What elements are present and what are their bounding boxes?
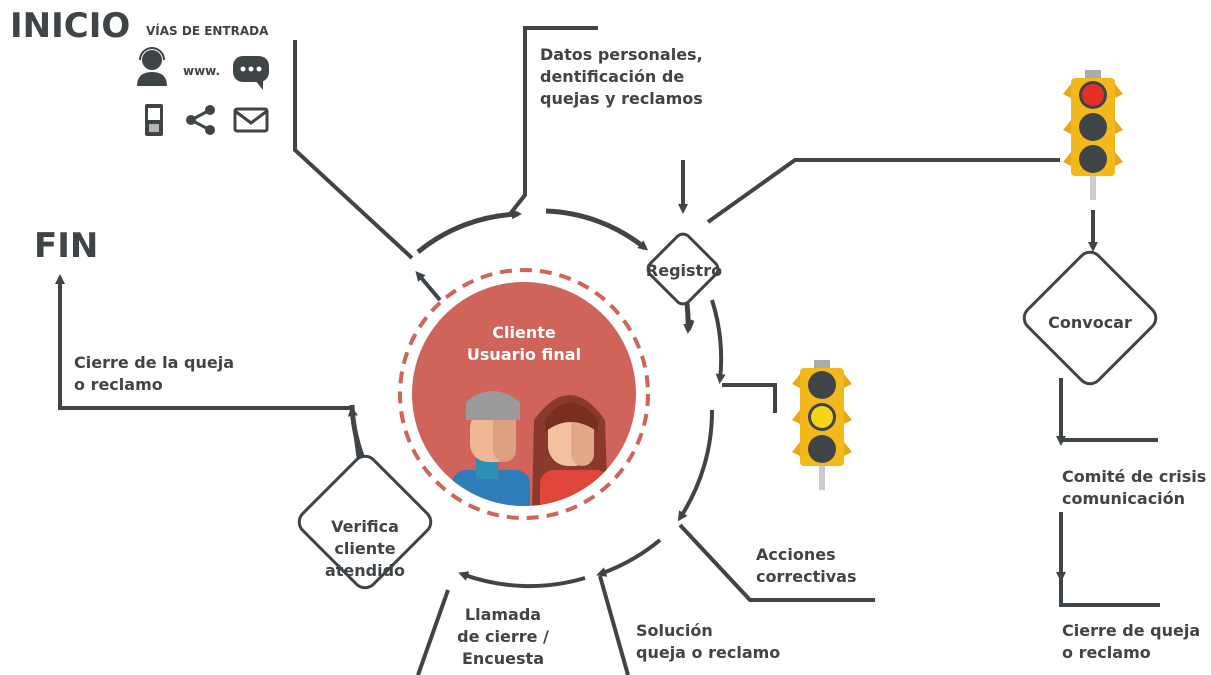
registro-label: Registro: [645, 261, 723, 280]
chat-bubble-icon: [233, 56, 269, 90]
verifica-diamond: [297, 454, 433, 590]
convocar-diamond: [1022, 250, 1158, 386]
traffic-light-icon: [792, 360, 852, 490]
share-icon: [186, 105, 215, 135]
inicio-title: INICIO: [10, 6, 131, 46]
llamada-connector: [416, 589, 450, 675]
envelope-icon: [233, 107, 269, 133]
convocar-label: Convocar: [1048, 313, 1132, 332]
acciones-connector: [678, 523, 875, 602]
comite-to-cierre: [1059, 512, 1160, 607]
traffic-light-icon: [1063, 70, 1123, 200]
channels-title: VÍAS DE ENTRADA: [146, 24, 269, 38]
fin-title: FIN: [34, 226, 99, 266]
registro-diamond: [646, 232, 720, 306]
client-circle-dashed-ring: [398, 268, 650, 520]
ring-arc-right: [710, 299, 726, 384]
datos-connector: [508, 26, 598, 216]
ring-arc-right-lower: [677, 409, 715, 522]
ring-arc-bottom-left: [458, 571, 586, 589]
cierre-to-fin: [55, 274, 352, 410]
ring-arc-top: [545, 208, 649, 251]
registro-to-red-light: [706, 158, 1060, 224]
web-label: www.: [183, 64, 221, 78]
mobile-phone-icon: [145, 104, 163, 136]
solucion-connector: [598, 575, 630, 675]
center-out-arrow: [415, 270, 442, 302]
inicio-connector: [293, 40, 414, 260]
convocar-to-comite: [1059, 378, 1158, 442]
ring-arc-top-left: [416, 209, 522, 254]
ring-arc-bottom: [596, 538, 662, 577]
headset-agent-icon: [137, 47, 167, 86]
yellow-light-connector: [722, 383, 777, 413]
